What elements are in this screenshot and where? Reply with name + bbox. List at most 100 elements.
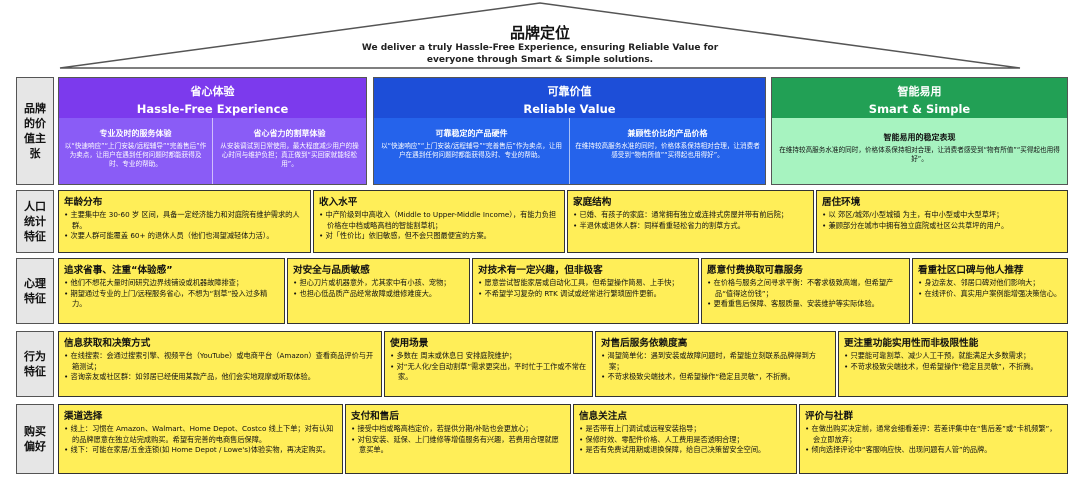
pillar-sub-desc: 以“快速响应”“上门安装/远程辅导”“完善售后”作为卖点，让用户在遇到任何问题时…	[64, 142, 207, 168]
bullet: • 渴望简单化：遇到安装或故障问题时，希望能立刻联系品牌得到方案；	[601, 351, 816, 371]
pillar-title-zh: 省心体验	[190, 85, 235, 98]
card-title: 对安全与品质敏感	[293, 265, 370, 276]
card-info-decision: 信息获取和决策方式 • 在线搜索：会通过搜索引擎、视频平台（YouTube）或电…	[58, 331, 382, 397]
bullet: • 不苛求极致尖端技术，但希望操作“稳定且灵敏”，不折腾。	[601, 372, 795, 381]
card-hassle: 追求省事、注重“体验感” • 他们不想花大量时间研究边界线铺设或机器故障排查； …	[58, 258, 285, 324]
pillar-sub-block: 智能易用的稳定表现 在维持较高服务水准的同时，价格体系保持相对合理，让消费者感受…	[772, 118, 1067, 184]
row-label-value: 品牌的价值主张	[16, 77, 54, 185]
card-after-sales: 对售后服务依赖度高 • 渴望简单化：遇到安装或故障问题时，希望能立刻联系品牌得到…	[595, 331, 836, 397]
pillar-header: 智能易用 Smart & Simple	[772, 78, 1067, 118]
psychological-row: 追求省事、注重“体验感” • 他们不想花大量时间研究边界线铺设或机器故障排查； …	[58, 258, 1068, 324]
pillar-sub-title: 省心省力的割草体验	[253, 129, 326, 138]
card-title: 年龄分布	[64, 197, 103, 208]
pillar-sub-block: 专业及时的服务体验 以“快速响应”“上门安装/远程辅导”“完善售后”作为卖点，让…	[59, 118, 212, 184]
pillar-sub-title: 可靠稳定的产品硬件	[435, 129, 508, 138]
bullet: • 在价格与服务之间寻求平衡：不奢求极致高端，但希望产品“值得这份钱”；	[707, 278, 894, 298]
bullet: • 也担心低品质产品经常故障或维修难度大。	[293, 288, 437, 298]
row-label-demographic: 人口统计特征	[16, 190, 54, 253]
pillar-smart-simple: 智能易用 Smart & Simple 智能易用的稳定表现 在维持较高服务水准的…	[771, 77, 1068, 185]
card-title: 看重社区口碑与他人推荐	[918, 265, 1024, 276]
pillar-sub-desc: 以“快速响应”“上门安装/远程辅导”“完善售后”作为卖点，让用户在遇到任何问题时…	[381, 142, 562, 159]
bullet: • 中产阶级到中高收入（Middle to Upper-Middle Incom…	[319, 210, 557, 230]
bullet: • 主要集中在 30-60 岁 区间，具备一定经济能力和对庭院有维护需求的人群。	[64, 210, 300, 230]
card-practicality: 更注重功能实用性而非极限性能 • 只要能可靠割草、减少人工干预，就能满足大多数需…	[838, 331, 1068, 397]
card-info-focus: 信息关注点 • 是否带有上门调试或远程安装指导； • 保修时效、零配件价格、人工…	[573, 404, 797, 474]
card-tech: 对技术有一定兴趣，但非极客 • 愿意尝试智能家居或自动化工具，但希望操作简易、上…	[472, 258, 699, 324]
card-title: 对技术有一定兴趣，但非极客	[478, 265, 603, 276]
pillar-title-en: Smart & Simple	[868, 102, 971, 116]
bullet: • 接受中档或略高档定价，若提供分期/补贴也会更放心；	[351, 424, 533, 433]
card-income: 收入水平 • 中产阶级到中高收入（Middle to Upper-Middle …	[313, 190, 565, 253]
card-title: 评价与社群	[805, 411, 853, 422]
purchase-row: 渠道选择 • 线上：习惯在 Amazon、Walmart、Home Depot、…	[58, 404, 1068, 474]
bullet: • 只要能可靠割草、减少人工干预，就能满足大多数需求；	[844, 351, 1031, 360]
bullet: • 担心刀片或机器意外，尤其家中有小孩、宠物；	[293, 278, 451, 287]
card-title: 对售后服务依赖度高	[601, 338, 688, 349]
bullet: • 对包安装、延保、上门维修等增值服务有兴趣，若费用合理就愿意买单。	[351, 434, 559, 455]
card-usage-scenario: 使用场景 • 多数在 周末或休息日 安排庭院维护； • 对“无人化/全自动割草”…	[384, 331, 593, 397]
bullet: • 对“无人化/全自动割草”需求更突出，平时忙于工作或不常在家。	[390, 361, 587, 382]
pillar-sub-block: 兼顾性价比的产品价格 在维持较高服务水准的同时，价格体系保持相对合理，让消费者感…	[569, 118, 765, 184]
card-title: 使用场景	[390, 338, 429, 349]
bullet: • 次要人群可能覆盖 60+ 的退休人员（他们也渴望减轻体力活）。	[64, 231, 274, 240]
bullet: • 不希望学习复杂的 RTK 调试或经常进行繁琐固件更新。	[478, 288, 661, 298]
card-safety: 对安全与品质敏感 • 担心刀片或机器意外，尤其家中有小孩、宠物； • 也担心低品…	[287, 258, 470, 324]
row-label-purchase: 购买偏好	[16, 404, 54, 474]
card-title: 渠道选择	[64, 411, 103, 422]
pillar-title-en: Reliable Value	[523, 102, 616, 116]
card-title: 信息获取和决策方式	[64, 338, 151, 349]
row-label-behavioral: 行为特征	[16, 331, 54, 397]
pillar-title-zh: 可靠价值	[547, 85, 592, 98]
card-title: 居住环境	[822, 197, 861, 208]
card-pay: 愿意付费换取可靠服务 • 在价格与服务之间寻求平衡：不奢求极致高端，但希望产品“…	[701, 258, 910, 324]
brand-positioning-subtitle: We deliver a truly Hassle-Free Experienc…	[361, 43, 719, 65]
card-family: 家庭结构 • 已婚、有孩子的家庭：通常拥有独立或连排式房屋并带有前后院； • 半…	[567, 190, 814, 253]
bullet: • 是否带有上门调试或远程安装指导；	[579, 424, 701, 433]
demographic-row: 年龄分布 • 主要集中在 30-60 岁 区间，具备一定经济能力和对庭院有维护需…	[58, 190, 1068, 253]
bullet: • 对「性价比」依旧敏感，但不会只图最便宜的方案。	[319, 231, 491, 240]
bullet: • 半退休或退休人群：同样看重轻松省力的割草方式。	[573, 220, 745, 230]
brand-positioning-title: 品牌定位	[509, 24, 570, 42]
bullet: • 兼顾部分在城市中拥有独立庭院或社区公共草坪的用户。	[822, 220, 1009, 230]
card-word-of-mouth: 看重社区口碑与他人推荐 • 身边亲友、邻居口碑对他们影响大； • 在线评价、真实…	[912, 258, 1068, 324]
pillar-header: 可靠价值 Reliable Value	[374, 78, 765, 118]
bullet: • 线下：可能在家居/五金连锁(如 Home Depot / Lowe's)体验…	[64, 445, 330, 454]
bullet: • 多数在 周末或休息日 安排庭院维护；	[390, 351, 517, 360]
bullet: • 他们不想花大量时间研究边界线铺设或机器故障排查；	[64, 278, 244, 287]
bullet: • 期望通过专业的上门/远程服务省心，不想为“割草”投入过多精力。	[64, 288, 268, 309]
pillar-sub-desc: 在维持较高服务水准的同时，价格体系保持相对合理，让消费者感受到“物有所值”“买得…	[575, 142, 760, 159]
card-age: 年龄分布 • 主要集中在 30-60 岁 区间，具备一定经济能力和对庭院有维护需…	[58, 190, 311, 253]
bullet: • 不苛求极致尖端技术，但希望操作“稳定且灵敏”，不折腾。	[844, 361, 1038, 371]
bullet: • 以 郊区/城郊/小型城镇 为主，有中小型或中大型草坪；	[822, 210, 1004, 219]
card-title: 追求省事、注重“体验感”	[64, 265, 173, 276]
pillar-sub-desc: 在维持较高服务水准的同时，价格体系保持相对合理，让消费者感受到“物有所值”“买得…	[779, 146, 1060, 163]
bullet: • 愿意尝试智能家居或自动化工具，但希望操作简易、上手快；	[478, 278, 679, 287]
bullet: • 在做出购买决定前，通常会细看差评：若差评集中在“售后差”或“卡机频繁”，会立…	[805, 424, 1057, 444]
card-living: 居住环境 • 以 郊区/城郊/小型城镇 为主，有中小型或中大型草坪； • 兼顾部…	[816, 190, 1068, 253]
pillar-sub-title: 兼顾性价比的产品价格	[627, 129, 708, 138]
bullet: • 保修时效、零配件价格、人工费用是否透明合理；	[579, 434, 744, 444]
behavioral-row: 信息获取和决策方式 • 在线搜索：会通过搜索引擎、视频平台（YouTube）或电…	[58, 331, 1068, 397]
pillar-sub-title: 智能易用的稳定表现	[883, 133, 956, 142]
bullet: • 咨询亲友或社区群：如邻居已经使用某款产品，他们会实地观摩或听取体验。	[64, 372, 315, 381]
pillar-sub-block: 可靠稳定的产品硬件 以“快速响应”“上门安装/远程辅导”“完善售后”作为卖点，让…	[374, 118, 569, 184]
pillar-sub-desc: 从安装调试到日常使用，最大程度减少用户的操心时间与维护负担；真正做到“买回家就能…	[220, 142, 359, 168]
card-title: 信息关注点	[579, 411, 627, 422]
pillar-header: 省心体验 Hassle-Free Experience	[59, 78, 366, 118]
bullet: • 倾向选择评论中“客服响应快、出现问题有人管”的品牌。	[805, 445, 992, 454]
card-channel: 渠道选择 • 线上：习惯在 Amazon、Walmart、Home Depot、…	[58, 404, 343, 474]
bullet: • 线上：习惯在 Amazon、Walmart、Home Depot、Costc…	[64, 424, 334, 444]
card-reviews: 评价与社群 • 在做出购买决定前，通常会细看差评：若差评集中在“售后差”或“卡机…	[799, 404, 1068, 474]
bullet: • 在线搜索：会通过搜索引擎、视频平台（YouTube）或电商平台（Amazon…	[64, 351, 374, 371]
card-title: 支付和售后	[351, 411, 399, 422]
bullet: • 是否有免费试用期或退换保障，给自己决策留安全空间。	[579, 445, 766, 454]
card-title: 更注重功能实用性而非极限性能	[844, 338, 979, 349]
row-label-psychological: 心理特征	[16, 258, 54, 324]
bullet: • 更看重售后保障、客服质量、安装维护等实际体验。	[707, 299, 879, 308]
bullet: • 在线评价、真实用户案例能增强决策信心。	[918, 288, 1062, 298]
pillar-reliable-value: 可靠价值 Reliable Value 可靠稳定的产品硬件 以“快速响应”“上门…	[373, 77, 766, 185]
bullet: • 已婚、有孩子的家庭：通常拥有独立或连排式房屋并带有前后院；	[573, 210, 788, 219]
pillar-title-en: Hassle-Free Experience	[136, 102, 289, 116]
card-title: 家庭结构	[573, 197, 612, 208]
card-title: 愿意付费换取可靠服务	[707, 265, 803, 276]
